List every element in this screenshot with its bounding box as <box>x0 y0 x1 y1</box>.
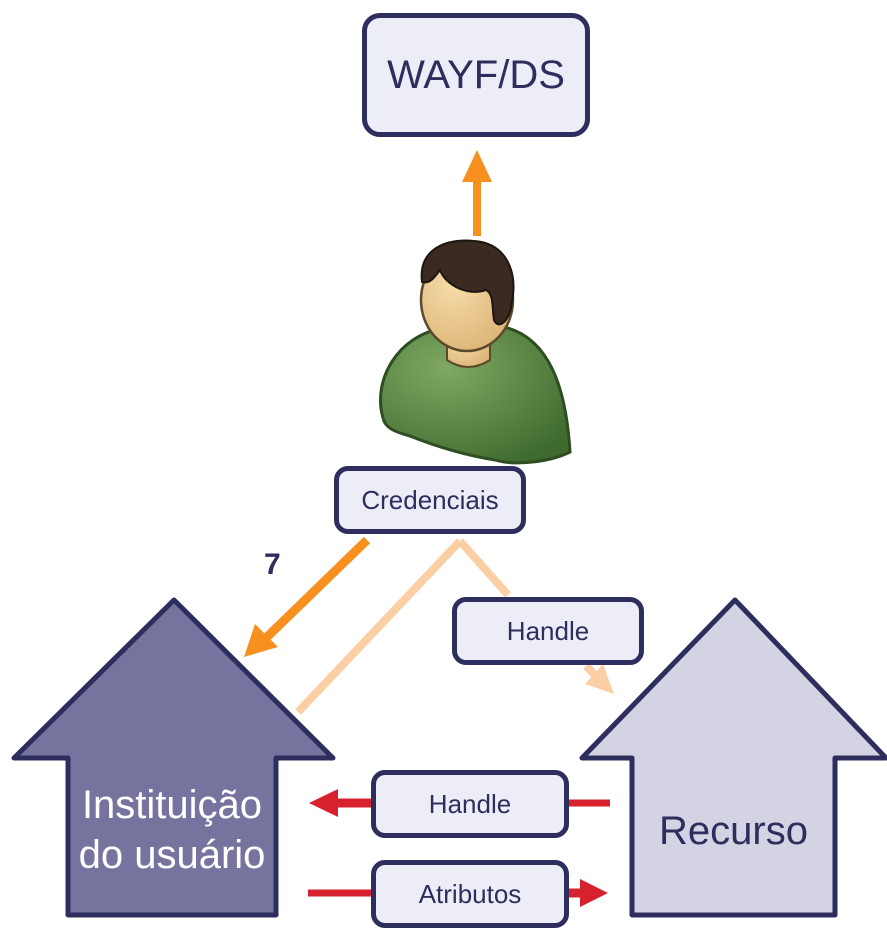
handle-bottom-box: Handle <box>371 770 569 838</box>
step-number: 7 <box>264 548 281 581</box>
institution-label-line2: do usuário <box>78 833 266 877</box>
resource-house <box>579 597 887 918</box>
institution-label: Instituição do usuário <box>68 780 276 880</box>
handle-bottom-label: Handle <box>428 788 512 819</box>
wayf-ds-label: WAYF/DS <box>387 52 565 97</box>
wayf-ds-box: WAYF/DS <box>362 13 590 137</box>
credentials-box: Credenciais <box>334 466 526 534</box>
handle-top-box: Handle <box>452 597 644 665</box>
handle-top-label: Handle <box>506 615 590 646</box>
institution-house <box>11 597 336 918</box>
arrow-credentials-to-institution <box>244 536 371 657</box>
attributes-label: Atributos <box>418 878 522 909</box>
arrow-attributes-to-resource <box>308 879 608 907</box>
arrow-to-wayf <box>462 150 492 236</box>
resource-label: Recurso <box>632 806 835 856</box>
attributes-box: Atributos <box>371 860 569 928</box>
user-icon <box>379 239 572 465</box>
institution-label-line1: Instituição <box>81 783 263 827</box>
arrow-handle-to-institution <box>309 789 610 817</box>
credential-handle-path <box>295 538 614 715</box>
resource-label-text: Recurso <box>659 809 808 853</box>
credentials-label: Credenciais <box>361 484 499 515</box>
